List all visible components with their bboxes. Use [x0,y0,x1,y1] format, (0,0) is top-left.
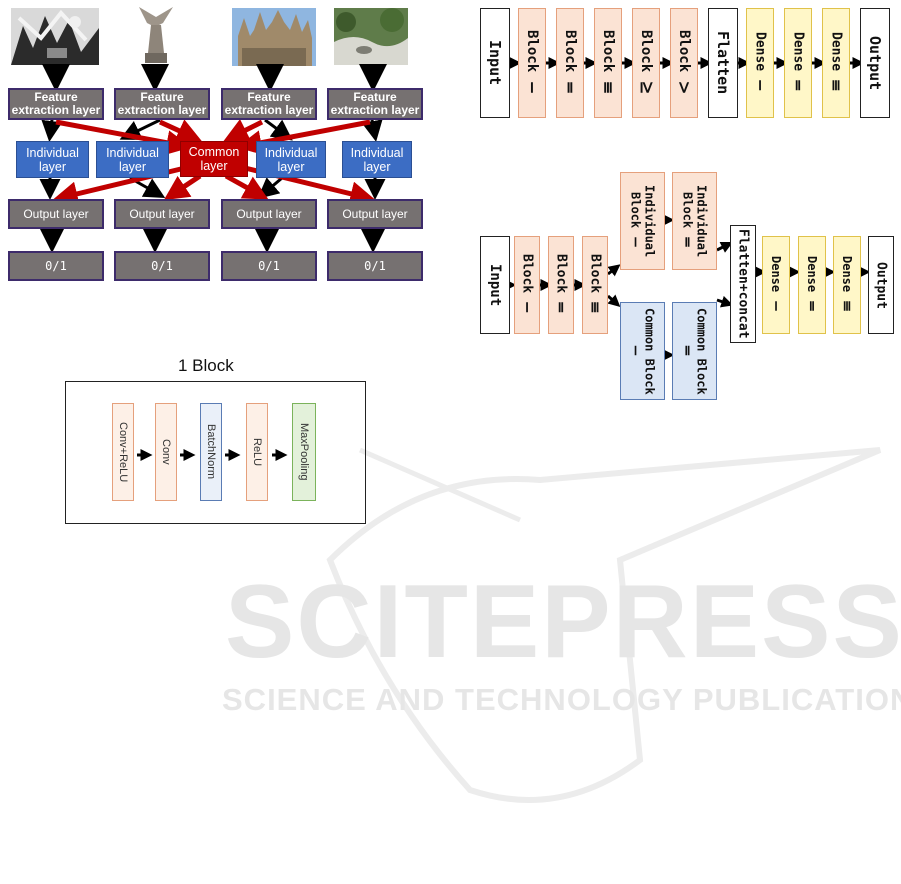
branch-block-3: Block Ⅲ [582,236,608,334]
output-layer-2: Output layer [114,199,210,229]
branch-output-label: Output [873,261,889,309]
seq-dense-3: Dense Ⅲ [822,8,850,118]
seq-dense-1: Dense Ⅰ [746,8,774,118]
one-block-frame [65,381,366,524]
layer-conv: Conv [155,403,177,501]
branch-dense-3-label: Dense Ⅲ [840,256,854,314]
branch-block-3-label: Block Ⅲ [587,254,603,316]
output-to-result-arrows [38,225,387,253]
branch-block-2-label: Block Ⅱ [553,254,569,316]
seq-input-box: Input [480,8,510,118]
output-layer-4: Output layer [327,199,423,229]
layer-batchnorm-label: BatchNorm [205,424,217,480]
common-layer: Common layer [180,141,248,177]
branch-block-1-label: Block Ⅰ [519,254,535,316]
layer-maxpooling: MaxPooling [292,403,316,501]
seq-output-label: Output [866,35,884,91]
seq-dense-3-label: Dense Ⅲ [828,32,844,94]
individual-block-1-label: Individual Block Ⅰ [628,184,657,258]
seq-block-2: Block Ⅱ [556,8,584,118]
branch-block-2: Block Ⅱ [548,236,574,334]
layer-conv-label: Conv [160,439,172,465]
common-block-1-label: Common Block Ⅰ [628,307,657,395]
individual-layer-3: Individual layer [256,141,326,178]
individual-layer-4: Individual layer [342,141,412,178]
feature-extraction-layer-1: Feature extraction layer [8,88,104,120]
seq-block-3: Block Ⅲ [594,8,622,118]
image-to-feature-arrows [42,64,387,92]
feature-extraction-layer-4: Feature extraction layer [327,88,423,120]
individual-layer-1: Individual layer [16,141,89,178]
individual-layer-2: Individual layer [96,141,169,178]
watermark-sub: SCIENCE AND TECHNOLOGY PUBLICATIONS [222,682,901,717]
common-block-2: Common Block Ⅱ [672,302,717,400]
result-box-4: 0/1 [327,251,423,281]
layer-conv-relu: Conv+ReLU [112,403,134,501]
individual-block-2: Individual Block Ⅱ [672,172,717,270]
layer-maxpooling-label: MaxPooling [298,423,310,481]
individual-block-2-label: Individual Block Ⅱ [680,184,709,258]
layer-batchnorm: BatchNorm [200,403,222,501]
seq-block-4-label: Block Ⅳ [638,29,654,97]
output-layer-3: Output layer [221,199,317,229]
flatten-concat-box: Flatten+concat [730,225,756,343]
branch-block-1: Block Ⅰ [514,236,540,334]
seq-block-2-label: Block Ⅱ [562,29,578,97]
seq-block-1: Block Ⅰ [518,8,546,118]
one-block-arrows [137,449,288,461]
seq-flatten-label: Flatten [714,31,732,95]
flatten-concat-label: Flatten+concat [735,229,751,339]
multitask-arrows [38,64,387,253]
seq-input-label: Input [486,40,504,86]
garden-thumbnail [334,8,408,65]
layer-relu-label: ReLU [251,437,263,467]
branch-input-label: Input [487,263,503,307]
branch-dense-1-label: Dense Ⅰ [769,256,783,314]
branch-output-box: Output [868,236,894,334]
sequential-arrows [507,57,865,69]
seq-block-5: Block Ⅴ [670,8,698,118]
seq-block-4: Block Ⅳ [632,8,660,118]
one-block-title: 1 Block [178,356,234,375]
watermark-main: SCITEPRESS [225,564,901,680]
statue-thumbnail [135,5,177,65]
branched-arrows [503,214,871,361]
seq-output-box: Output [860,8,890,118]
output-layer-1: Output layer [8,199,104,229]
seq-block-1-label: Block Ⅰ [524,29,540,97]
common-block-1: Common Block Ⅰ [620,302,665,400]
layer-conv-relu-label: Conv+ReLU [117,421,129,483]
seq-flatten-box: Flatten [708,8,738,118]
branch-dense-3: Dense Ⅲ [833,236,861,334]
layer-relu: ReLU [246,403,268,501]
seq-dense-2: Dense Ⅱ [784,8,812,118]
seq-dense-2-label: Dense Ⅱ [790,32,806,94]
common-block-2-label: Common Block Ⅱ [680,307,709,395]
seq-dense-1-label: Dense Ⅰ [752,32,768,94]
branch-input-box: Input [480,236,510,334]
branch-dense-2: Dense Ⅱ [798,236,826,334]
painting-thumbnail [11,8,99,65]
result-box-3: 0/1 [221,251,317,281]
feature-extraction-layer-3: Feature extraction layer [221,88,317,120]
result-box-2: 0/1 [114,251,210,281]
individual-block-1: Individual Block Ⅰ [620,172,665,270]
cathedral-thumbnail [232,8,316,66]
branch-dense-2-label: Dense Ⅱ [805,256,819,314]
branch-dense-1: Dense Ⅰ [762,236,790,334]
seq-block-3-label: Block Ⅲ [600,29,616,97]
feature-extraction-layer-2: Feature extraction layer [114,88,210,120]
seq-block-5-label: Block Ⅴ [676,29,692,97]
result-box-1: 0/1 [8,251,104,281]
